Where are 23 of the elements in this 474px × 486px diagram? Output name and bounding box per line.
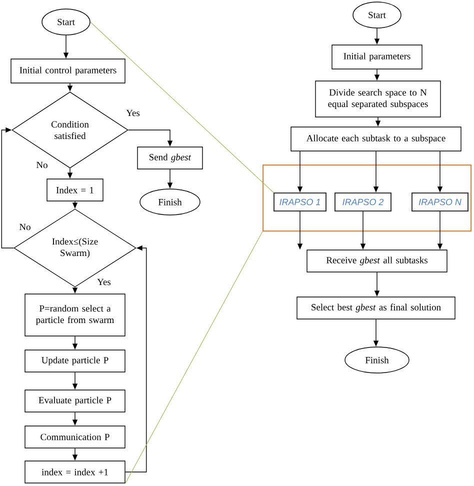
process-box: index = index +1 (24, 460, 126, 484)
edge-label: No (35, 160, 49, 170)
process-box: IRAPSO 2 (334, 192, 392, 212)
process-box: Communication P (24, 426, 126, 448)
process-box: Select best gbest as final solution (296, 296, 456, 320)
zoom-line (125, 231, 263, 484)
process-box: IRAPSO 1 (274, 192, 326, 212)
edge-label: Yes (96, 278, 112, 286)
process-box: Evaluate particle P (24, 390, 126, 412)
process-box: Index = 1 (46, 178, 104, 202)
zoom-line (90, 22, 274, 193)
edge-label: No (18, 222, 32, 232)
process-box: Initial control parameters (10, 58, 126, 84)
arrow (1, 127, 14, 248)
process-box: Allocate each subtask to a subspace (290, 126, 462, 152)
process-box: P=random select a particle from swarm (24, 294, 126, 336)
process-box: Divide search space to N equal separated subspaces (315, 80, 441, 118)
process-box: Initial parameters (332, 44, 422, 70)
process-box: Receive gbest all subtasks (306, 250, 448, 272)
process-box: Send gbest (137, 146, 203, 170)
group-frame (262, 164, 472, 232)
process-box: IRAPSO N (412, 192, 468, 212)
process-box: Update particle P (24, 350, 126, 372)
